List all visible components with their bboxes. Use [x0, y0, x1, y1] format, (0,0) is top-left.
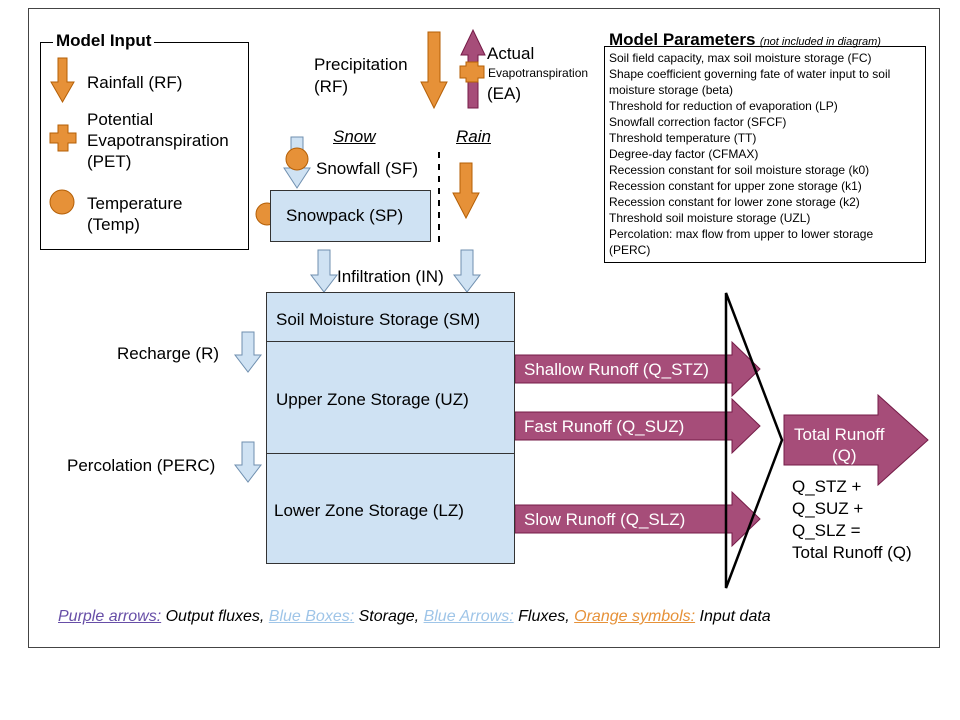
param-line: Recession constant for soil moisture sto…	[609, 163, 870, 177]
soil-moisture-label: Soil Moisture Storage (SM)	[276, 310, 481, 329]
equation-line-1: Q_STZ +	[792, 477, 862, 496]
rain-label: Rain	[456, 127, 491, 146]
pet-label-1: Potential	[87, 110, 154, 129]
model-input-title: Model Input	[53, 31, 155, 51]
model-params-heading: Model Parameters (not included in diagra…	[609, 30, 881, 50]
snowfall-label: Snowfall (SF)	[316, 159, 419, 178]
rainfall-legend-arrow-icon	[50, 57, 75, 104]
equation-line-4: Total Runoff (Q)	[792, 543, 912, 562]
color-legend: Purple arrows: Output fluxes, Blue Boxes…	[58, 608, 771, 626]
percolation-label: Percolation (PERC)	[67, 456, 216, 475]
param-line: moisture storage (beta)	[609, 83, 734, 97]
precip-label-1: Precipitation	[314, 55, 408, 74]
ea-label-1: Actual	[487, 44, 535, 63]
total-runoff-arrow-icon	[783, 393, 929, 487]
param-line: Percolation: max flow from upper to lowe…	[609, 227, 874, 241]
param-line: Threshold for reduction of evaporation (…	[609, 99, 838, 113]
lower-zone-label: Lower Zone Storage (LZ)	[274, 501, 464, 520]
pet-label-3: (PET)	[87, 152, 132, 171]
legend-purple-val: Output fluxes,	[161, 608, 265, 625]
model-params-box: Soil field capacity, max soil moisture s…	[604, 46, 926, 263]
param-line: Shape coefficient governing fate of wate…	[609, 67, 891, 81]
storage-column	[266, 292, 515, 564]
temp-circle-icon	[49, 189, 75, 215]
legend-arrows-val: Fluxes,	[513, 608, 570, 625]
equation-line-2: Q_SUZ +	[792, 499, 864, 518]
snow-label: Snow	[333, 127, 376, 146]
percolation-arrow-icon	[233, 441, 263, 483]
fast-runoff-arrow-icon	[514, 397, 761, 455]
infiltration-label: Infiltration (IN)	[337, 267, 444, 286]
snowpack-label: Snowpack (SP)	[286, 206, 404, 225]
legend-boxes-val: Storage,	[354, 608, 420, 625]
param-line: Threshold soil moisture storage (UZL)	[609, 211, 811, 225]
rain-arrow-icon	[452, 162, 480, 220]
temp-label-2: (Temp)	[87, 215, 140, 234]
legend-purple-key: Purple arrows:	[58, 608, 162, 625]
param-line: Snowfall correction factor (SFCF)	[609, 115, 787, 129]
precip-label-2: (RF)	[314, 77, 348, 96]
legend-arrows-key: Blue Arrows:	[423, 608, 514, 625]
param-line: (PERC)	[609, 243, 651, 257]
shallow-runoff-arrow-icon	[514, 340, 761, 398]
pet-plus-icon	[49, 124, 77, 152]
pet-label-2: Evapotranspiration	[87, 131, 229, 150]
ea-label-3: (EA)	[487, 84, 521, 103]
snowpack-box	[270, 190, 431, 242]
total-runoff-label-2: (Q)	[832, 446, 857, 465]
equation-line-3: Q_SLZ =	[792, 521, 861, 540]
precip-arrow-icon	[420, 31, 448, 110]
param-line: Soil field capacity, max soil moisture s…	[609, 51, 872, 65]
legend-orange-val: Input data	[695, 608, 771, 625]
slow-runoff-label: Slow Runoff (Q_SLZ)	[524, 510, 686, 529]
rainfall-label: Rainfall (RF)	[87, 73, 183, 92]
legend-boxes-key: Blue Boxes:	[268, 608, 355, 625]
upper-zone-label: Upper Zone Storage (UZ)	[276, 390, 469, 409]
legend-orange-key: Orange symbols:	[574, 608, 696, 625]
infiltration-arrow-left-icon	[309, 249, 339, 293]
ea-plus-icon	[459, 61, 485, 83]
ea-label-2: Evapotranspiration	[488, 66, 589, 80]
param-line: Degree-day factor (CFMAX)	[609, 147, 759, 161]
recharge-arrow-icon	[233, 331, 263, 373]
sm-uz-divider	[266, 341, 515, 342]
temp-label-1: Temperature	[87, 194, 183, 213]
runoff-funnel	[724, 292, 784, 589]
fast-runoff-label: Fast Runoff (Q_SUZ)	[524, 417, 685, 436]
param-line: Recession constant for upper zone storag…	[609, 179, 862, 193]
snowfall-temp-icon	[285, 147, 309, 171]
model-params-title: Model Parameters	[609, 30, 756, 49]
infiltration-arrow-right-icon	[452, 249, 482, 293]
param-line: Threshold temperature (TT)	[609, 131, 757, 145]
recharge-label: Recharge (R)	[117, 344, 220, 363]
shallow-runoff-label: Shallow Runoff (Q_STZ)	[524, 360, 709, 379]
model-params-note: (not included in diagram)	[759, 36, 881, 48]
param-line: Recession constant for lower zone storag…	[609, 195, 860, 209]
uz-lz-divider	[266, 453, 515, 454]
total-runoff-label-1: Total Runoff	[794, 425, 885, 444]
